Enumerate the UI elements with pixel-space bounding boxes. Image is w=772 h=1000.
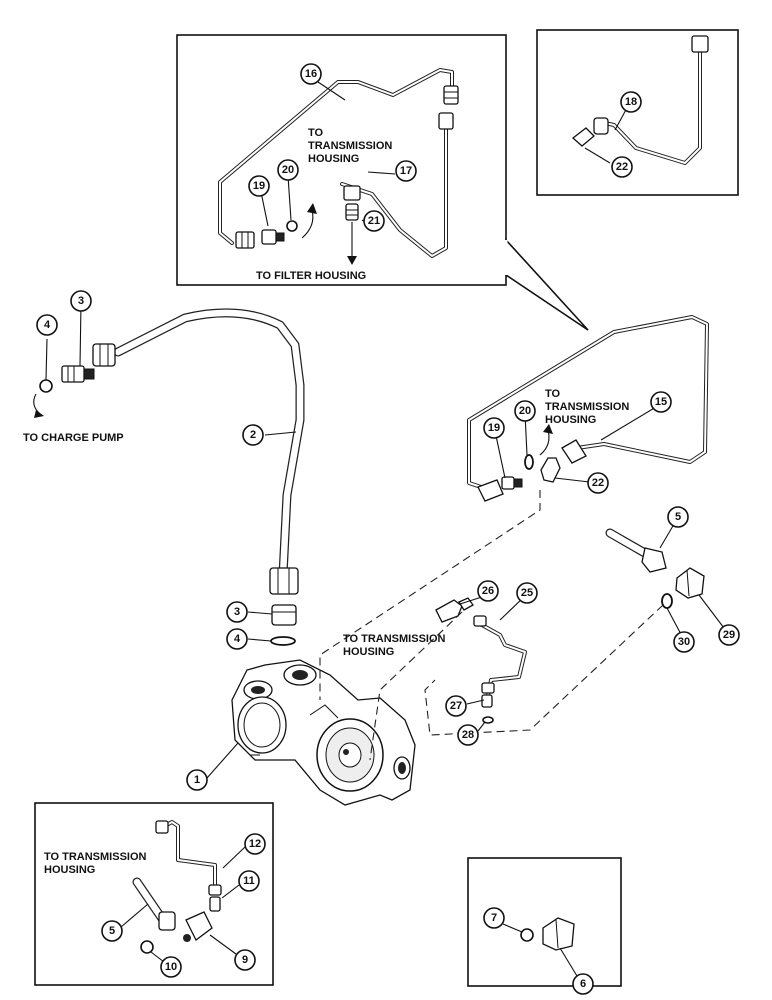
callout-26: 26 [477,580,499,602]
svg-text:6: 6 [580,978,586,990]
callout-11: 11 [238,870,260,892]
svg-text:20: 20 [282,164,294,176]
svg-text:19: 19 [253,180,265,192]
callout-30: 30 [673,631,695,653]
callout-18: 18 [620,91,642,113]
svg-text:20: 20 [519,405,531,417]
label-line: TRANSMISSION [545,401,629,413]
callout-20-right: 20 [514,400,536,422]
inset-top-right [536,29,739,196]
label-line: TRANSMISSION [308,140,392,152]
pipe-2-assembly [33,308,305,595]
svg-text:16: 16 [305,68,317,80]
callout-16: 16 [300,63,322,85]
label-line: HOUSING [343,646,394,658]
svg-text:22: 22 [616,161,628,173]
inset-bottom-left [34,802,274,986]
fittings-center [435,597,527,724]
svg-text:27: 27 [450,700,462,712]
housing-1 [231,659,416,806]
callout-10: 10 [160,956,182,978]
svg-text:9: 9 [242,954,248,966]
label-line: TO [545,388,561,400]
callout-21: 21 [363,210,385,232]
svg-text:10: 10 [165,961,177,973]
svg-text:19: 19 [488,422,500,434]
svg-text:17: 17 [400,165,412,177]
callout-6: 6 [572,973,594,995]
callout-1: 1 [186,769,208,791]
svg-text:7: 7 [491,912,497,924]
svg-text:4: 4 [234,633,241,645]
label-line: HOUSING [44,864,95,876]
callouts: 16 17 19 20 21 18 22 4 3 2 19 20 15 22 5… [36,63,740,995]
label-to-charge-pump: TO CHARGE PUMP [23,432,124,444]
svg-text:12: 12 [249,838,261,850]
svg-text:3: 3 [234,606,240,618]
svg-text:5: 5 [675,511,681,523]
callout-25: 25 [516,582,538,604]
svg-text:1: 1 [194,774,200,786]
svg-text:22: 22 [592,477,604,489]
svg-text:2: 2 [250,429,256,441]
svg-text:25: 25 [521,587,533,599]
svg-text:5: 5 [109,925,115,937]
callout-22-top: 22 [611,156,633,178]
svg-text:26: 26 [482,585,494,597]
svg-text:11: 11 [243,875,255,887]
svg-text:4: 4 [44,319,51,331]
inset-top-center [176,34,589,331]
callout-9: 9 [234,949,256,971]
callout-19-right: 19 [483,417,505,439]
callout-7: 7 [483,907,505,929]
label-line: HOUSING [308,153,359,165]
pipe-15-assembly [467,315,709,502]
svg-text:15: 15 [655,396,667,408]
callout-27: 27 [445,695,467,717]
svg-text:30: 30 [678,636,690,648]
fittings-5-29-30 [605,528,705,609]
callout-5-inset: 5 [101,920,123,942]
callout-20: 20 [277,159,299,181]
label-line: TO [308,127,324,139]
label-line: TO TRANSMISSION [44,851,147,863]
svg-text:3: 3 [78,295,84,307]
callout-12: 12 [244,833,266,855]
fitting-3-lower [270,604,297,646]
leader-lines [45,81,728,977]
callout-28: 28 [457,724,479,746]
callout-22-right: 22 [587,472,609,494]
callout-3-top: 3 [70,290,92,312]
callout-3-lower: 3 [226,601,248,623]
callout-29: 29 [718,624,740,646]
svg-text:29: 29 [723,629,735,641]
callout-4-lower: 4 [226,628,248,650]
svg-text:21: 21 [368,215,380,227]
callout-17: 17 [395,160,417,182]
dashed-connection-lines [319,490,664,761]
label-line: TO TRANSMISSION [343,633,446,645]
callout-2: 2 [242,424,264,446]
svg-text:18: 18 [625,96,637,108]
label-line: HOUSING [545,414,596,426]
callout-4-top: 4 [36,314,58,336]
callout-5-right: 5 [667,506,689,528]
callout-15: 15 [650,391,672,413]
label-to-filter-housing: TO FILTER HOUSING [256,270,366,282]
svg-text:28: 28 [462,729,474,741]
callout-19: 19 [248,175,270,197]
